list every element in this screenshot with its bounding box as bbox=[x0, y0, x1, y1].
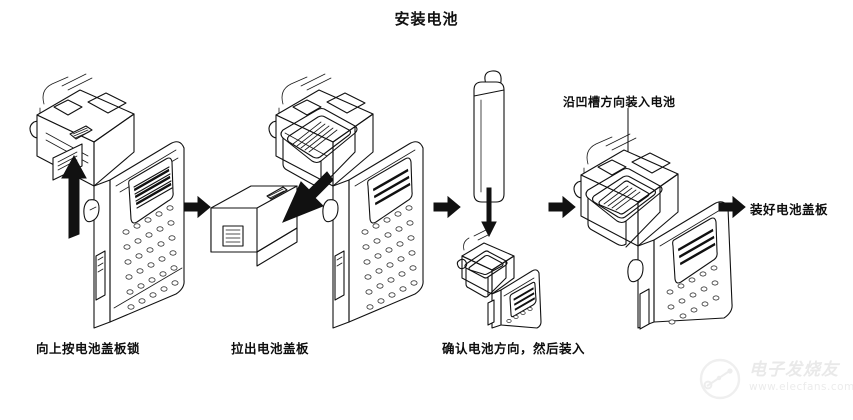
step-1-figure bbox=[10, 60, 190, 330]
step-2-caption: 拉出电池盖板 bbox=[231, 341, 310, 356]
flow-arrow-3-icon bbox=[548, 195, 576, 219]
battery-pack-icon bbox=[473, 70, 505, 203]
watermark-brand: 电子发烧友 bbox=[749, 359, 839, 380]
insert-down-arrow-icon bbox=[481, 187, 497, 238]
groove-direction-annotation: 沿凹槽方向装入电池 bbox=[563, 95, 676, 109]
watermark-url: www.elecfans.com bbox=[749, 380, 853, 393]
push-up-arrow-icon bbox=[61, 154, 87, 239]
speaker-grille-dots bbox=[122, 205, 179, 310]
flow-arrow-4-icon bbox=[718, 195, 746, 219]
watermark: 电子发烧友 www.elecfans.com bbox=[697, 354, 853, 416]
battery-insert-direction-icon bbox=[456, 70, 542, 329]
radio-device-groove-icon bbox=[573, 108, 733, 330]
battery-groove bbox=[585, 167, 663, 248]
battery-compartment-open bbox=[280, 107, 358, 188]
step-1-caption: 向上按电池盖板锁 bbox=[36, 341, 141, 356]
radio-device-cover-removed-icon bbox=[210, 73, 424, 329]
flow-arrow-1-icon bbox=[183, 195, 211, 219]
step-3-caption: 确认电池方向，然后装入 bbox=[442, 341, 586, 356]
step-4-figure bbox=[560, 108, 740, 330]
elecfans-logo-icon bbox=[699, 358, 741, 400]
battery-cover-plate-icon bbox=[210, 185, 298, 267]
pull-out-arrow-icon bbox=[282, 171, 334, 223]
result-label: 装好电池盖板 bbox=[750, 202, 829, 217]
step-3-figure bbox=[452, 60, 562, 330]
page-title: 安装电池 bbox=[394, 10, 459, 28]
radio-device-closed-icon bbox=[29, 73, 185, 329]
speaker-grille-dots bbox=[361, 205, 418, 310]
flow-arrow-2-icon bbox=[433, 195, 461, 219]
step-2-figure bbox=[205, 60, 424, 330]
